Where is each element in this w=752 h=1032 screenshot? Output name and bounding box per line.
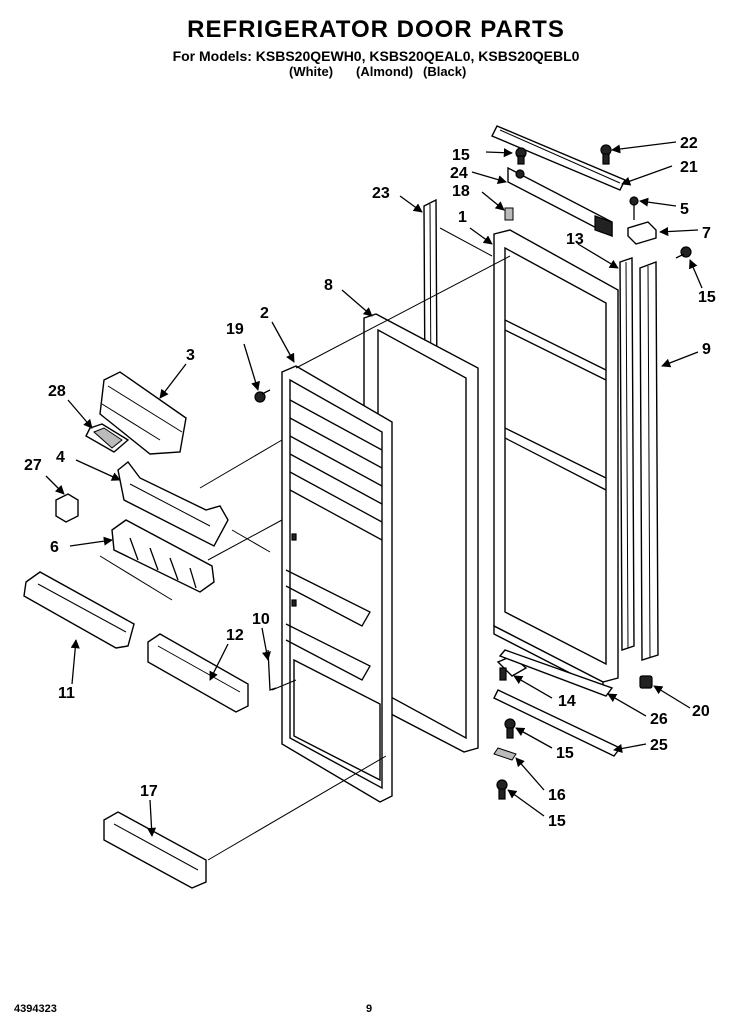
callout-numbers: 15 24 18 1 23 13 22 21 5 7 15 9 8 2 19 3…: [24, 135, 716, 830]
hinge-screw-5: [629, 196, 639, 220]
hinge-block-7: [627, 221, 657, 245]
callout-17: 17: [140, 783, 158, 800]
document-number: 4394323: [14, 1003, 57, 1015]
door-bin-12: [147, 633, 249, 713]
color-black: (Black): [423, 64, 467, 79]
leader-arrows: [45, 141, 703, 837]
door-trim-strip-13: [619, 257, 635, 651]
callout-2: 2: [260, 305, 269, 322]
callout-28: 28: [48, 383, 66, 400]
callout-23: 23: [372, 185, 390, 202]
liner-screw-19: [254, 389, 271, 403]
callout-4: 4: [56, 449, 65, 466]
dairy-tray-28: [85, 423, 130, 453]
hinge-screw-top: [515, 147, 527, 165]
callout-26: 26: [650, 711, 668, 728]
callout-14: 14: [558, 693, 576, 710]
callout-20: 20: [692, 703, 710, 720]
callout-8: 8: [324, 277, 333, 294]
liner-clip-10: [267, 649, 277, 691]
hinge-screw-right: [600, 144, 612, 165]
callout-16: 16: [548, 787, 566, 804]
dairy-door-3: [99, 371, 187, 455]
page-title: REFRIGERATOR DOOR PARTS: [187, 16, 565, 43]
clip-16: [493, 747, 517, 761]
callout-11: 11: [58, 685, 75, 702]
callout-15-right: 15: [698, 289, 716, 306]
screw-15-a: [504, 718, 516, 739]
assembly-lines: [99, 227, 511, 861]
model-list: For Models: KSBS20QEWH0, KSBS20QEAL0, KS…: [172, 48, 580, 64]
callout-6: 6: [50, 539, 59, 556]
trim-26: [498, 649, 614, 697]
door-stop-20: [639, 675, 653, 689]
callout-15-c: 15: [548, 813, 566, 830]
callout-15: 15: [452, 147, 470, 164]
callout-9: 9: [702, 341, 711, 358]
callout-15-b: 15: [556, 745, 574, 762]
callout-1: 1: [458, 209, 467, 226]
top-hinge-bracket: [507, 166, 613, 238]
callout-24: 24: [450, 165, 468, 182]
callout-21: 21: [680, 159, 698, 176]
callout-22: 22: [680, 135, 698, 152]
door-trim-strip-9: [639, 260, 659, 661]
callout-18: 18: [452, 183, 470, 200]
hinge-screw-15-right: [675, 246, 692, 259]
callout-12: 12: [226, 627, 244, 644]
outer-door-panel: [493, 229, 619, 692]
color-almond: (Almond): [356, 64, 414, 79]
callout-10: 10: [252, 611, 270, 628]
callout-25: 25: [650, 737, 668, 754]
door-bin-11: [23, 571, 135, 649]
color-white: (White): [289, 64, 334, 79]
callout-3: 3: [186, 347, 195, 364]
door-bin-17: [103, 811, 207, 889]
callout-5: 5: [680, 201, 689, 218]
callout-13: 13: [566, 231, 584, 248]
dairy-compartment-4: [117, 461, 229, 547]
inner-door-liner: [281, 365, 393, 803]
callout-27: 27: [24, 457, 42, 474]
callout-7: 7: [702, 225, 711, 242]
can-rack-6: [111, 519, 215, 593]
top-hinge-cover: [491, 125, 626, 191]
callout-19: 19: [226, 321, 244, 338]
bottom-trim-25: [493, 689, 622, 757]
screw-15-b: [496, 779, 508, 800]
page-number: 9: [366, 1003, 373, 1015]
bin-end-cap-27: [55, 493, 79, 523]
hinge-pin-18: [504, 207, 514, 221]
